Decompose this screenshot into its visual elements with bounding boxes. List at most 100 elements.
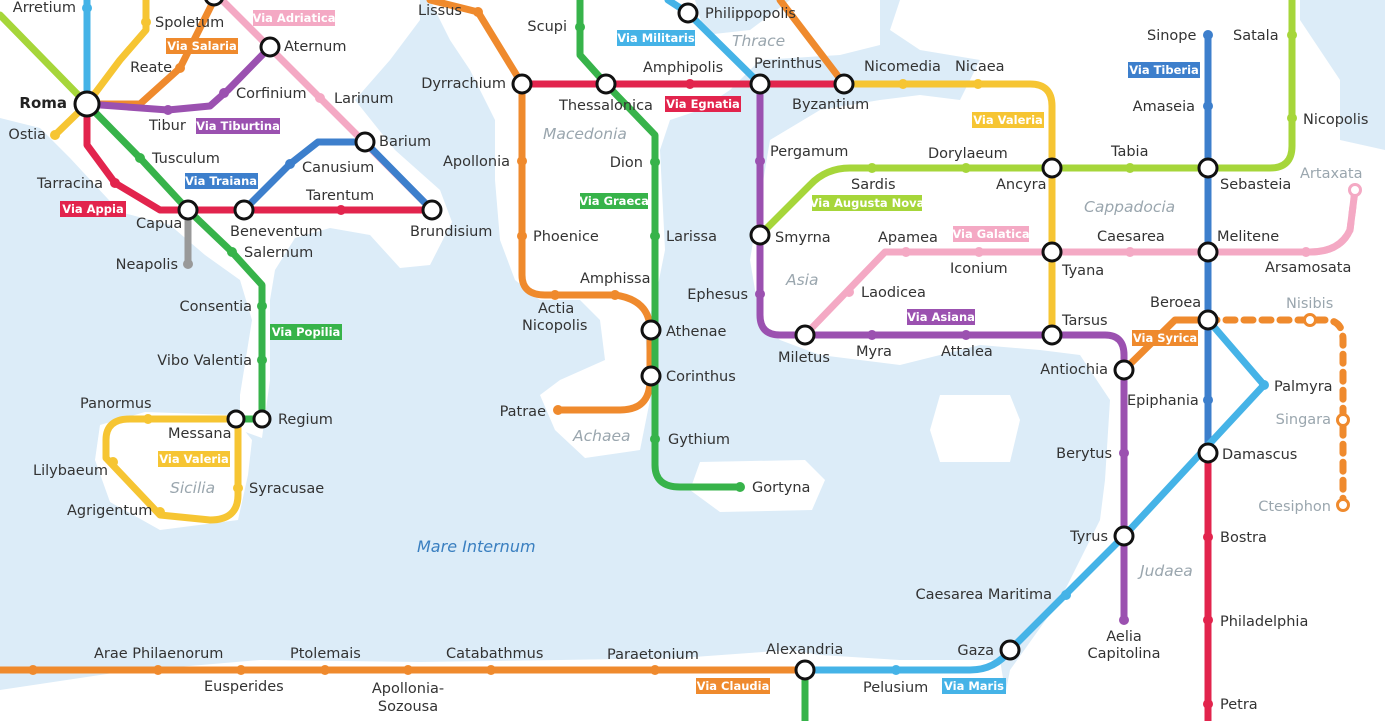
stop-aelia[interactable] <box>1119 615 1129 625</box>
stop-petra[interactable] <box>1203 699 1213 709</box>
stop-singara[interactable] <box>1336 413 1350 427</box>
stop-caesarea-maritima[interactable] <box>1061 590 1071 600</box>
stop-nisibis[interactable] <box>1303 313 1317 327</box>
stop-iconium[interactable] <box>974 247 984 257</box>
stop-actia[interactable] <box>550 290 560 300</box>
stop-consentia[interactable] <box>257 301 267 311</box>
stop-philadelphia[interactable] <box>1203 615 1213 625</box>
stop-pergamum[interactable] <box>755 156 765 166</box>
stop-sardis[interactable] <box>867 163 877 173</box>
stop-arretium[interactable] <box>82 3 92 13</box>
hub-beneventum[interactable] <box>233 199 255 221</box>
stop-amaseia[interactable] <box>1203 101 1213 111</box>
hub-tyrus[interactable] <box>1113 525 1135 547</box>
tag-via-tiberia[interactable]: Via Tiberia <box>1128 62 1200 78</box>
tag-via-adriatica[interactable]: Via Adriatica <box>253 10 336 26</box>
stop-neapolis[interactable] <box>183 259 193 269</box>
tag-via-valeria-sicilia[interactable]: Via Valeria <box>158 451 230 467</box>
stop-palmyra[interactable] <box>1259 380 1269 390</box>
stop-berytus[interactable] <box>1119 448 1129 458</box>
stop-caesarea[interactable] <box>1125 247 1135 257</box>
hub-aternum[interactable] <box>259 36 281 58</box>
stop-tabia[interactable] <box>1125 163 1135 173</box>
tag-via-egnatia[interactable]: Via Egnatia <box>665 96 741 112</box>
tag-via-asiana[interactable]: Via Asiana <box>907 309 975 325</box>
stop-laodicea[interactable] <box>844 287 854 297</box>
hub-messana[interactable] <box>226 409 246 429</box>
stop-catabathmus[interactable] <box>486 665 496 675</box>
hub-dyrrachium[interactable] <box>511 73 533 95</box>
stop-tibur[interactable] <box>163 105 173 115</box>
stop-amphipolis[interactable] <box>685 79 695 89</box>
stop-amphissa[interactable] <box>610 290 620 300</box>
tag-via-maris[interactable]: Via Maris <box>942 678 1006 694</box>
stop-epiphania[interactable] <box>1203 395 1213 405</box>
stop-larinum[interactable] <box>315 93 325 103</box>
hub-smyrna[interactable] <box>749 224 771 246</box>
hub-spoletum-top[interactable] <box>204 0 224 7</box>
stop-corfinium[interactable] <box>219 88 229 98</box>
tag-via-claudia[interactable]: Via Claudia <box>696 678 770 694</box>
tag-via-militaris[interactable]: Via Militaris <box>617 30 695 46</box>
stop-larissa[interactable] <box>650 231 660 241</box>
stop-apollonia-sozousa[interactable] <box>403 665 413 675</box>
hub-roma[interactable] <box>73 90 101 118</box>
stop-salernum[interactable] <box>227 247 237 257</box>
hub-beroea[interactable] <box>1197 309 1219 331</box>
stop-paraetonium[interactable] <box>650 665 660 675</box>
stop-nicopolis[interactable] <box>1287 113 1297 123</box>
stop-dion[interactable] <box>650 157 660 167</box>
stop-agrigentum[interactable] <box>155 507 165 517</box>
hub-gaza[interactable] <box>999 639 1021 661</box>
stop-artaxata[interactable] <box>1348 183 1362 197</box>
stop-arsamosata[interactable] <box>1301 247 1311 257</box>
tag-via-popilia[interactable]: Via Popilia <box>270 324 342 340</box>
stop-tusculum[interactable] <box>135 153 145 163</box>
stop-myra[interactable] <box>867 330 877 340</box>
hub-corinthus[interactable] <box>640 365 662 387</box>
stop-ostia[interactable] <box>50 130 60 140</box>
hub-perinthus[interactable] <box>749 73 771 95</box>
stop-sinope[interactable] <box>1203 30 1213 40</box>
stop-canusium[interactable] <box>285 159 295 169</box>
stop-tarentum[interactable] <box>336 205 346 215</box>
hub-tyana[interactable] <box>1041 241 1063 263</box>
stop-eusperides[interactable] <box>236 665 246 675</box>
stop-dorylaeum[interactable] <box>961 163 971 173</box>
stop-vibo[interactable] <box>257 355 267 365</box>
tag-via-traiana[interactable]: Via Traiana <box>185 173 258 189</box>
hub-tarsus[interactable] <box>1041 324 1063 346</box>
stop-nicomedia[interactable] <box>898 79 908 89</box>
hub-melitene[interactable] <box>1197 241 1219 263</box>
stop-spoletum[interactable] <box>141 17 151 27</box>
stop-ptolemais[interactable] <box>320 665 330 675</box>
stop-gythium[interactable] <box>650 434 660 444</box>
stop-lilybaeum[interactable] <box>108 457 118 467</box>
stop-scupi[interactable] <box>575 22 585 32</box>
hub-barium[interactable] <box>354 131 376 153</box>
hub-sebasteia[interactable] <box>1197 157 1219 179</box>
hub-thessalonica[interactable] <box>595 73 617 95</box>
stop-patrae[interactable] <box>553 405 563 415</box>
stop-satala[interactable] <box>1287 30 1297 40</box>
tag-via-augusta-nova[interactable]: Via Augusta Nova <box>810 195 925 211</box>
hub-miletus[interactable] <box>794 324 816 346</box>
stop-ctesiphon[interactable] <box>1336 498 1350 512</box>
hub-regium[interactable] <box>252 409 272 429</box>
stop-gortyna[interactable] <box>735 482 745 492</box>
stop-arae[interactable] <box>153 665 163 675</box>
stop-apollonia[interactable] <box>517 156 527 166</box>
hub-athenae[interactable] <box>640 319 662 341</box>
stop-phoenice[interactable] <box>517 231 527 241</box>
stop-west-africa[interactable] <box>28 665 38 675</box>
tag-via-salaria[interactable]: Via Salaria <box>166 38 238 54</box>
tag-via-valeria[interactable]: Via Valeria <box>972 112 1044 128</box>
hub-alexandria[interactable] <box>794 659 816 681</box>
stop-nicaea[interactable] <box>973 79 983 89</box>
stop-ephesus[interactable] <box>755 289 765 299</box>
hub-ancyra[interactable] <box>1041 157 1063 179</box>
hub-damascus[interactable] <box>1197 442 1219 464</box>
stop-tarracina[interactable] <box>110 178 120 188</box>
tag-via-appia[interactable]: Via Appia <box>60 201 126 217</box>
tag-via-graeca[interactable]: Via Graeca <box>579 193 649 209</box>
